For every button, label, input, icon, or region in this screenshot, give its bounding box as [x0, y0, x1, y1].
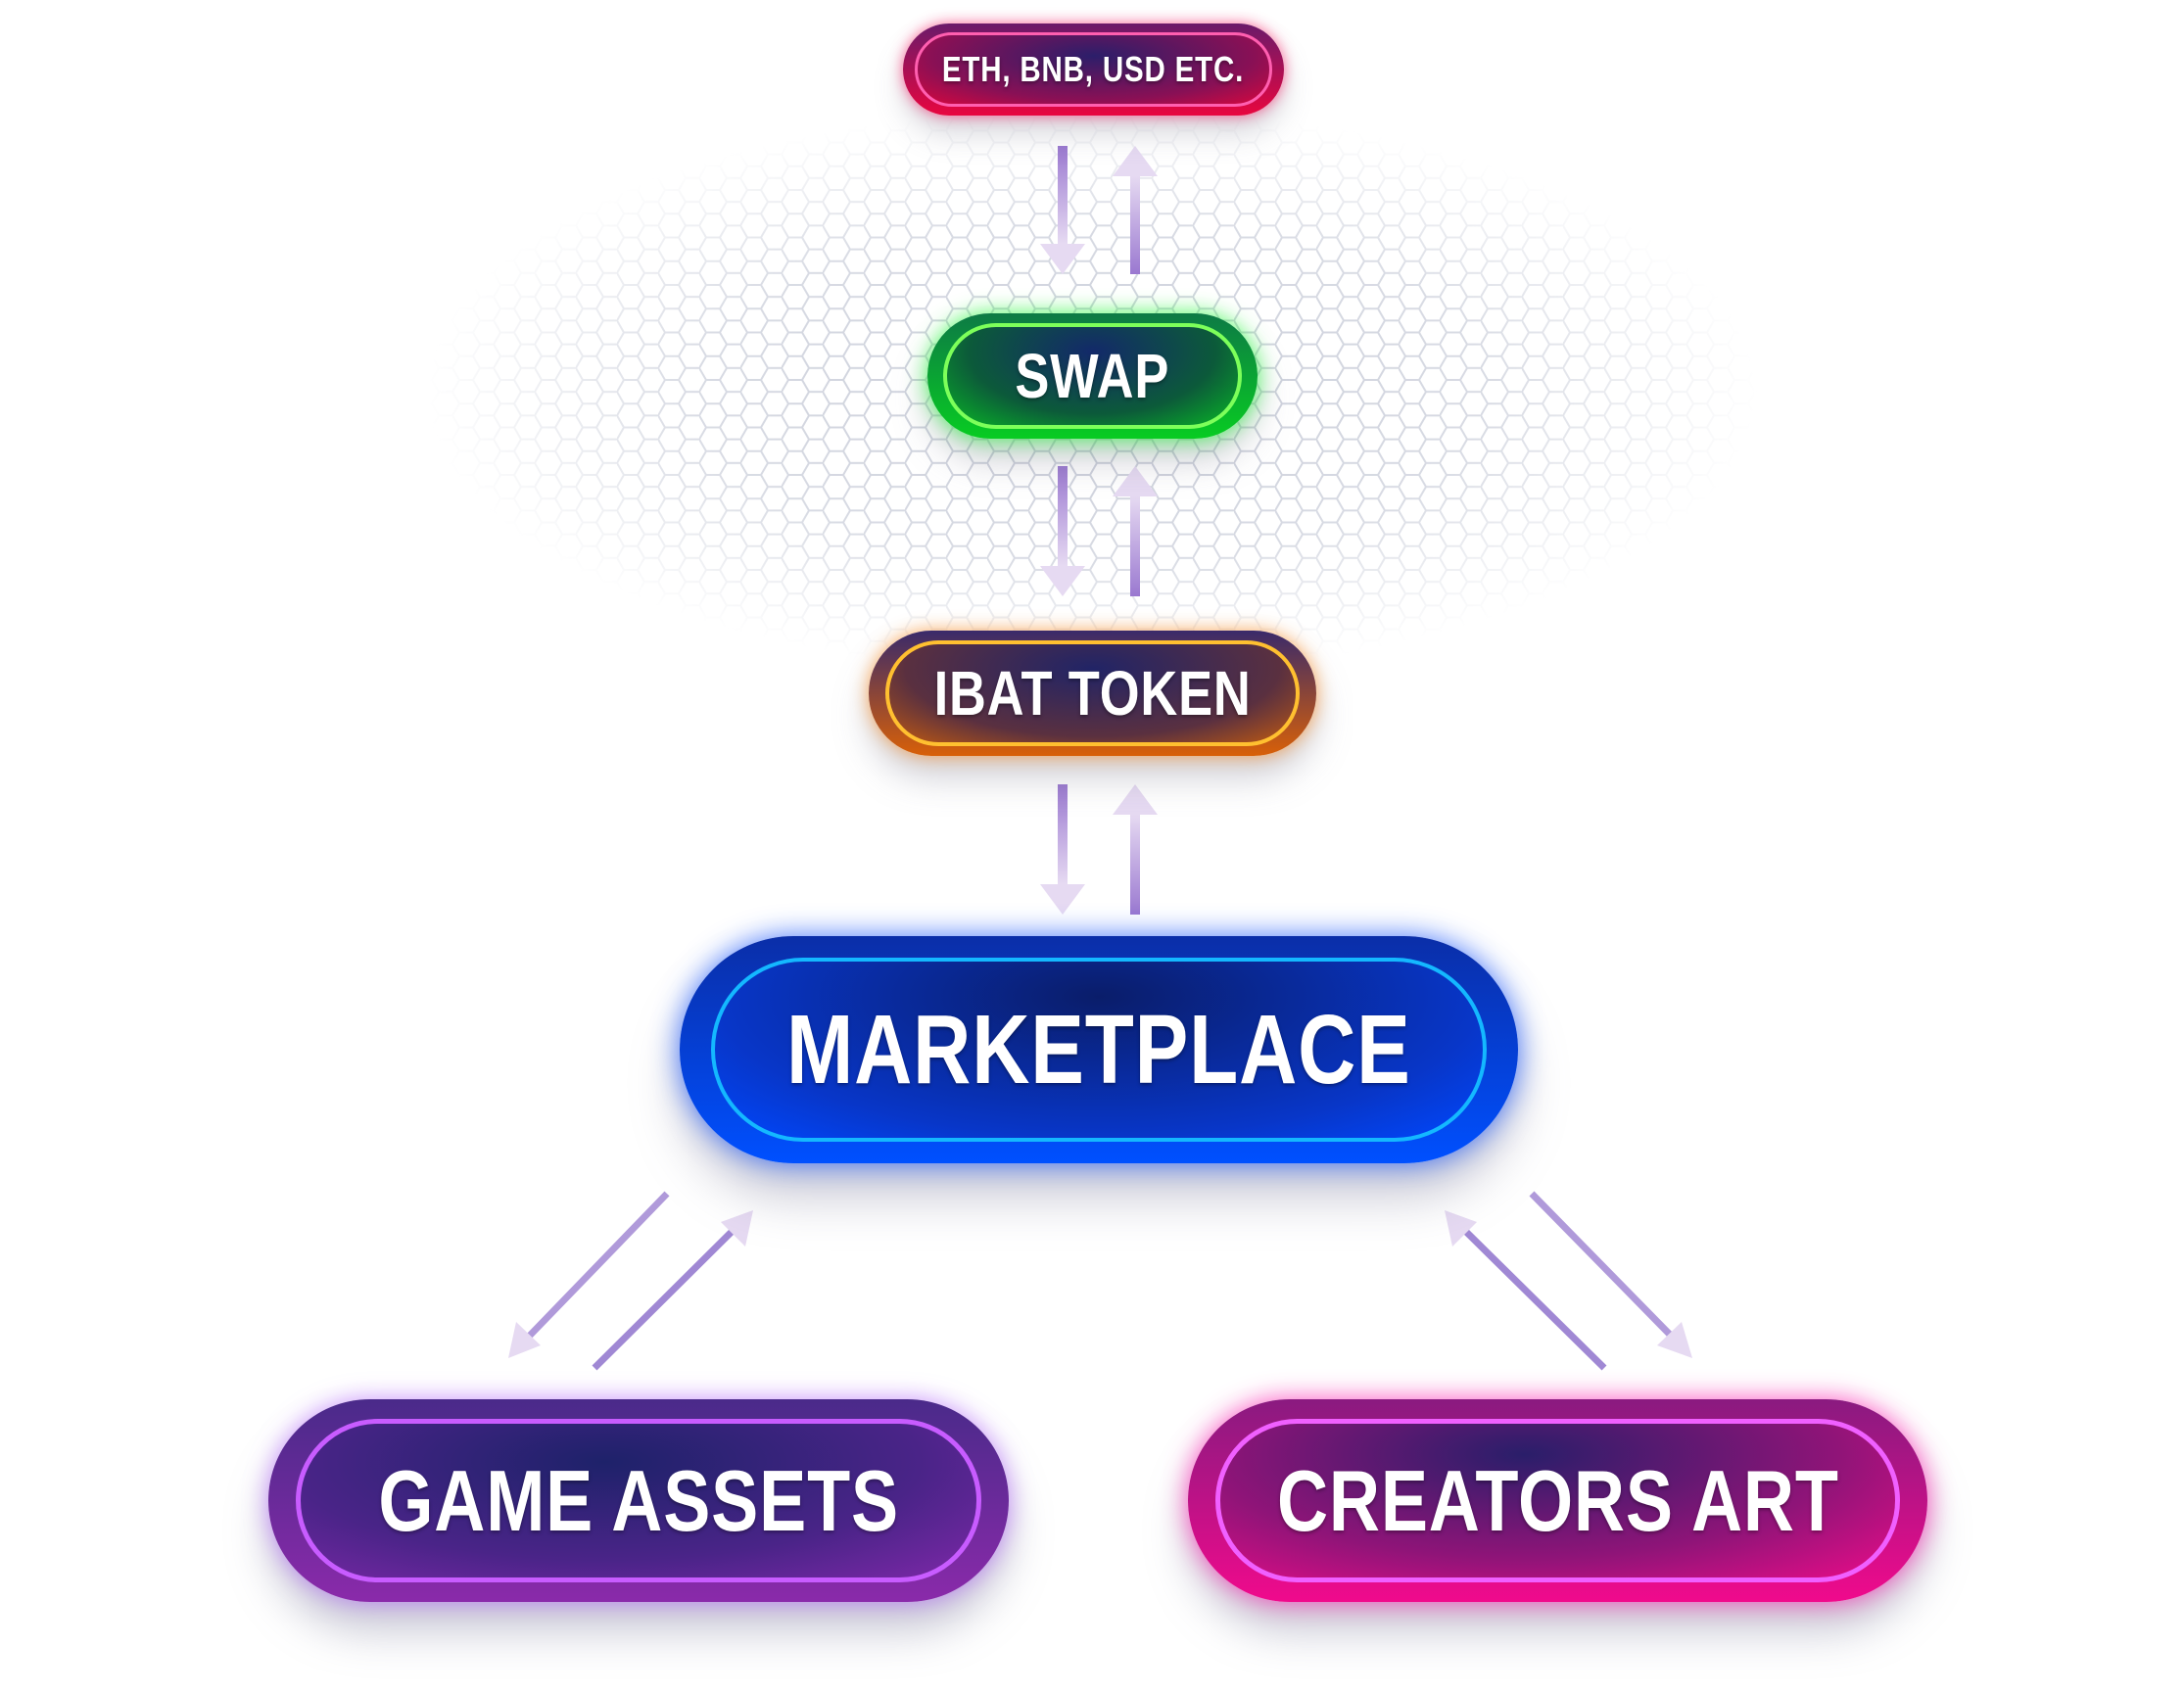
node-swap-border: [943, 323, 1242, 429]
node-creators-art: CREATORS ART: [1188, 1399, 1927, 1602]
arrow-marketplace-to-creators: [1529, 1191, 1680, 1344]
node-game-assets-border: [296, 1419, 981, 1582]
arrow-marketplace-to-token: [1113, 784, 1158, 915]
node-token: IBAT TOKEN: [869, 631, 1316, 756]
node-creators-art-border: [1215, 1419, 1900, 1582]
node-marketplace: MARKETPLACE: [680, 936, 1518, 1163]
arrow-swap-to-currencies: [1113, 146, 1158, 274]
node-currencies-border: [915, 32, 1272, 107]
arrow-token-to-swap: [1113, 466, 1158, 596]
node-currencies-label: ETH, BNB, USD ETC.: [942, 49, 1245, 89]
arrow-creators-to-marketplace: [1457, 1223, 1607, 1371]
node-token-border: [885, 640, 1300, 746]
node-creators-art-label: CREATORS ART: [1276, 1451, 1839, 1549]
node-currencies: ETH, BNB, USD ETC.: [903, 24, 1284, 116]
arrow-token-to-marketplace: [1040, 784, 1085, 915]
arrow-currencies-to-swap: [1040, 146, 1085, 274]
node-swap-label: SWAP: [1015, 341, 1170, 411]
node-marketplace-border: [711, 958, 1487, 1142]
arrow-marketplace-to-game: [521, 1191, 670, 1344]
node-swap: SWAP: [927, 313, 1258, 439]
node-game-assets: GAME ASSETS: [268, 1399, 1009, 1602]
arrow-swap-to-token: [1040, 466, 1085, 596]
arrow-game-to-marketplace: [592, 1223, 740, 1371]
node-token-label: IBAT TOKEN: [933, 658, 1252, 729]
node-marketplace-label: MARKETPLACE: [786, 994, 1411, 1105]
node-game-assets-label: GAME ASSETS: [378, 1451, 899, 1549]
